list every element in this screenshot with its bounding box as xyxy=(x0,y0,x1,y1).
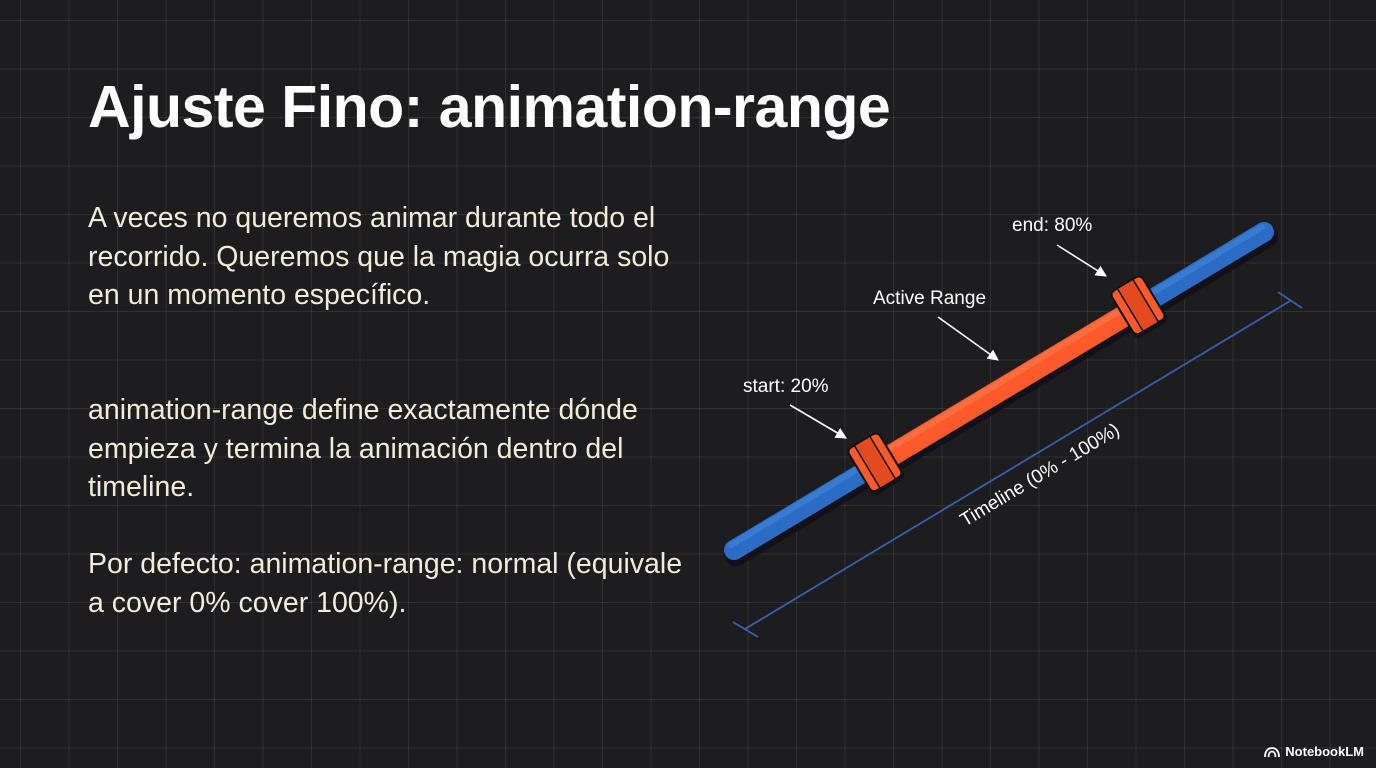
start-handle xyxy=(847,432,905,496)
default-value-paragraph: Por defecto: animation-range: normal (eq… xyxy=(88,548,683,619)
notebooklm-brand: NotebookLM xyxy=(1264,744,1364,759)
active-range-bar xyxy=(871,300,1143,480)
arrow-icon xyxy=(789,404,847,439)
timeline-label: Timeline (0% - 100%) xyxy=(957,420,1124,532)
timeline-line xyxy=(744,300,1291,630)
active-range-label: Active Range xyxy=(873,288,986,309)
end-label: end: 80% xyxy=(1012,215,1092,236)
timeline-scale xyxy=(732,291,1303,638)
timeline-start-tick xyxy=(732,621,759,638)
slide-title: Ajuste Fino: animation-range xyxy=(88,74,891,140)
arrow-icon xyxy=(1056,244,1107,277)
start-label: start: 20% xyxy=(743,376,829,397)
notebooklm-logo-icon xyxy=(1264,746,1281,757)
definition-paragraph: animation-range define exactamente dónde… xyxy=(88,394,638,503)
intro-paragraph: A veces no queremos animar durante todo … xyxy=(88,202,670,311)
arrow-icon xyxy=(937,316,999,361)
end-handle xyxy=(1110,275,1168,339)
timeline-end-tick xyxy=(1277,291,1303,309)
brand-name: NotebookLM xyxy=(1285,744,1364,759)
